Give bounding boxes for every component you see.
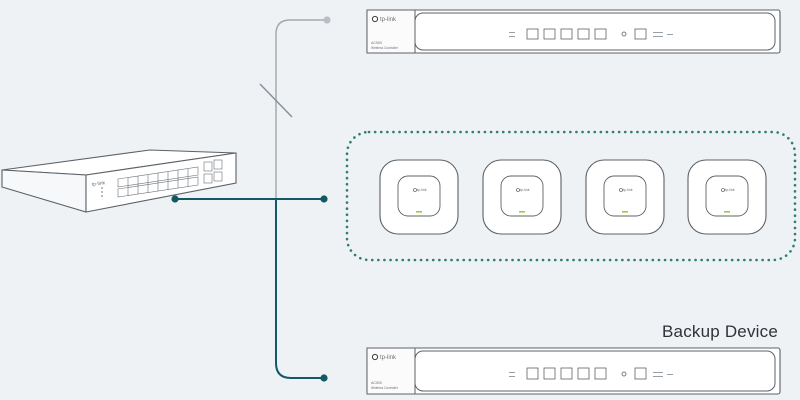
- access-point-1: tp-link: [379, 159, 459, 235]
- ap-group-boundary: [345, 130, 797, 262]
- access-point-2-brand: tp-link: [520, 188, 530, 192]
- access-point-4-brand: tp-link: [725, 188, 735, 192]
- controller-backup-ports: [526, 367, 647, 380]
- access-point-3-led: [622, 211, 628, 213]
- link-endpoint-backup: [320, 374, 328, 382]
- access-point-3-brand: tp-link: [623, 188, 633, 192]
- access-point-4-led: [724, 211, 730, 213]
- access-point-3: tp-link: [585, 159, 665, 235]
- controller-top: tp-link AC500 Wireless Controller: [366, 9, 781, 54]
- switch-status-leds: [101, 187, 103, 197]
- access-point-2: tp-link: [482, 159, 562, 235]
- controller-top-brand: tp-link: [380, 17, 397, 23]
- standby-link-top: [275, 19, 326, 200]
- link-break-mark: [259, 83, 293, 118]
- controller-backup-model: AC500: [371, 381, 382, 385]
- switch-port-grid: [117, 159, 223, 198]
- link-endpoint-top: [323, 16, 331, 24]
- backup-device-label: Backup Device: [662, 322, 778, 341]
- network-switch: tp-link: [1, 149, 237, 213]
- controller-backup: tp-link AC500 Wireless Controller: [366, 347, 781, 395]
- link-endpoint-ap-group: [320, 195, 328, 203]
- controller-backup-brand: tp-link: [380, 355, 397, 361]
- access-point-1-led: [416, 211, 422, 213]
- controller-top-subtitle: Wireless Controller: [371, 46, 399, 50]
- controller-top-model: AC500: [371, 41, 382, 45]
- link-endpoint-switch: [171, 195, 179, 203]
- access-point-2-led: [519, 211, 525, 213]
- controller-top-ports: [526, 28, 647, 40]
- access-point-1-brand: tp-link: [417, 188, 427, 192]
- controller-backup-subtitle: Wireless Controller: [371, 386, 399, 390]
- switch-brand-logo: tp-link: [91, 180, 106, 188]
- active-link-backup: [275, 199, 322, 379]
- access-point-4: tp-link: [687, 159, 767, 235]
- controller-backup-logo-mark: [371, 353, 379, 361]
- controller-top-logo-mark: [371, 15, 379, 23]
